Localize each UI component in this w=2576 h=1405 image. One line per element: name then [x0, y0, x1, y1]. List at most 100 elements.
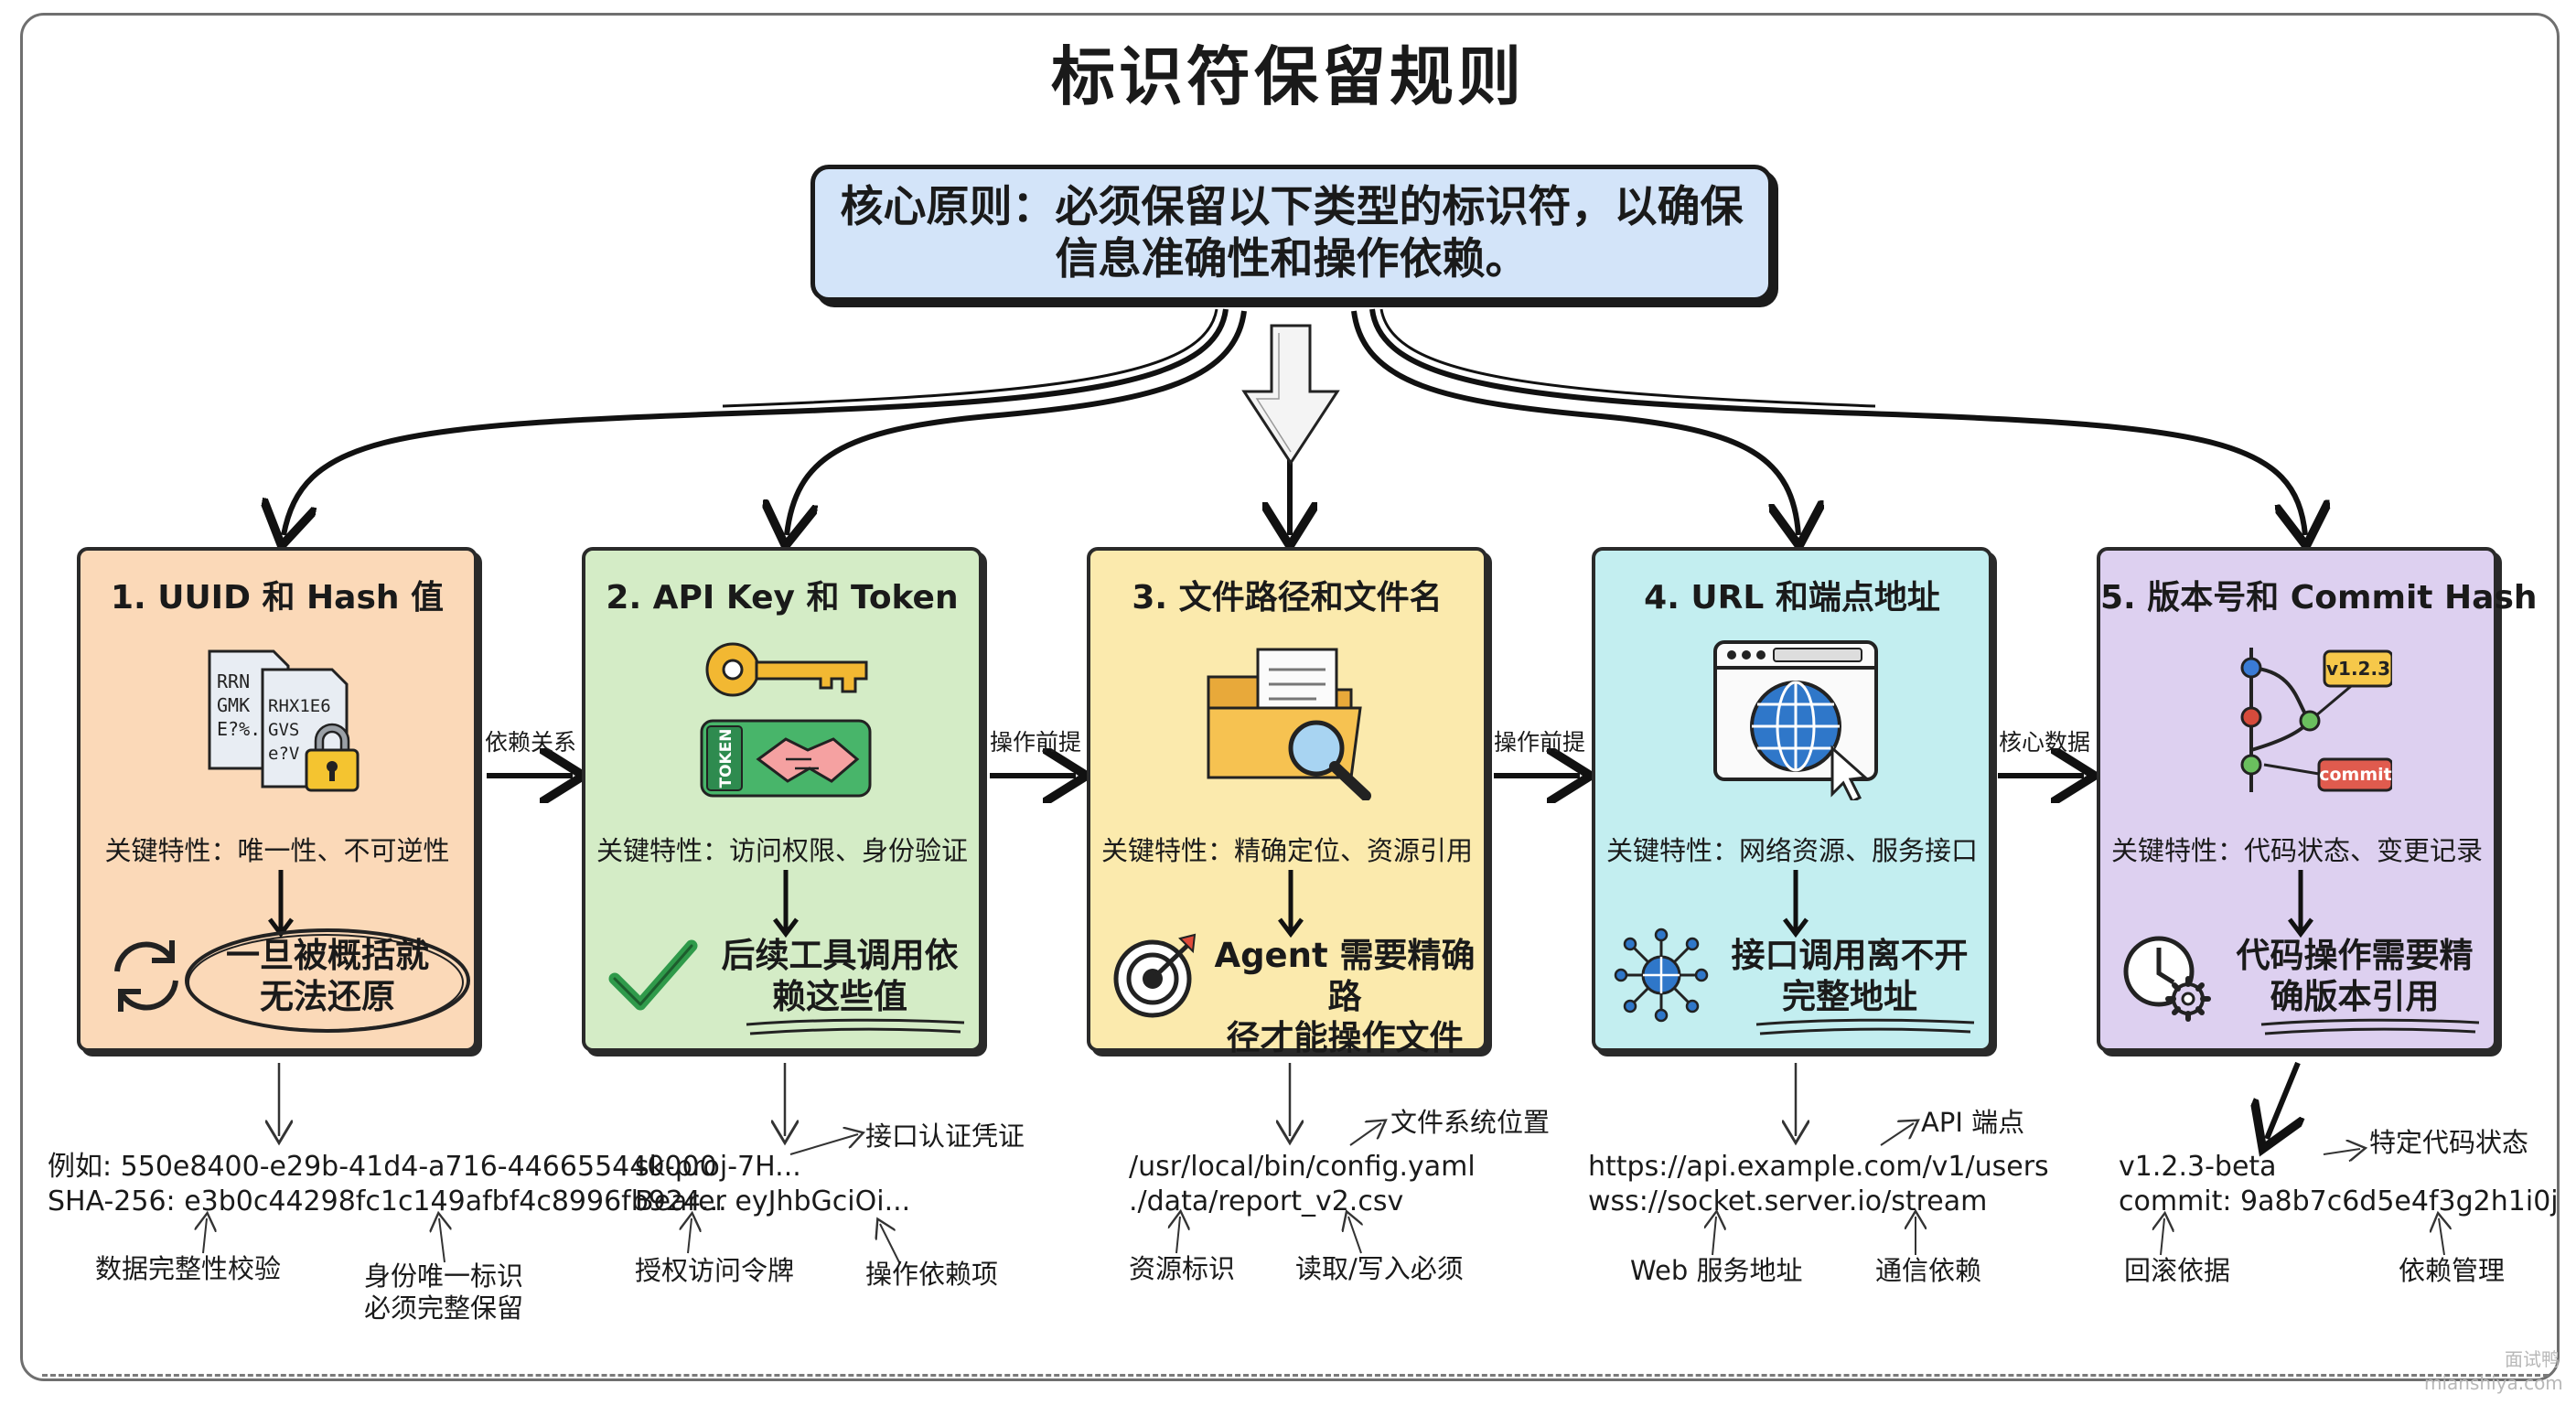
- card-down-arrow: [1278, 870, 1304, 938]
- core-arrow-2: [787, 310, 1247, 535]
- key-handshake-icon: TOKEN: [700, 642, 872, 798]
- card-feature: 关键特性：访问权限、身份验证: [596, 835, 968, 866]
- note-read-write: 读取/写入必须: [1295, 1253, 1464, 1284]
- card-title: 5. 版本号和 Commit Hash: [2100, 579, 2538, 617]
- target-icon: [1113, 933, 1197, 1018]
- note-api-endpoint: API 端点: [1921, 1107, 2025, 1138]
- svg-text:GVS: GVS: [268, 720, 299, 740]
- card-api-key-token: 2. API Key 和 Token TOKEN 关键特性：访问权限、身份验证 …: [582, 547, 982, 1052]
- example-api-key: sk-proj-7H...: [635, 1151, 801, 1183]
- watermark-brand: 面试鸭: [2505, 1348, 2560, 1370]
- example-url-https: https://api.example.com/v1/users: [1588, 1151, 2049, 1183]
- card-consequence: 后续工具调用依 赖这些值: [721, 936, 959, 1017]
- card-down-arrow: [2288, 870, 2313, 938]
- card-title: 4. URL 和端点地址: [1644, 579, 1940, 617]
- example-arrow-5: [2267, 1061, 2298, 1139]
- relation-label-3: 操作前提: [1493, 729, 1585, 756]
- example-url-wss: wss://socket.server.io/stream: [1588, 1185, 1988, 1217]
- svg-text:E?%.: E?%.: [217, 718, 261, 740]
- note-communication: 通信依赖: [1875, 1255, 1982, 1286]
- refresh-icon: [114, 940, 178, 1012]
- note-arrow-c3-left: [1176, 1217, 1180, 1254]
- card-consequence: 接口调用离不开 完整地址: [1731, 936, 1969, 1017]
- example-path-rel: ./data/report_v2.csv: [1129, 1185, 1404, 1217]
- core-arrow-1b: [722, 308, 1218, 408]
- note-arrow-c5-right: [2439, 1218, 2444, 1256]
- card-title: 2. API Key 和 Token: [606, 579, 959, 617]
- note-unique-identity: 身份唯一标识 必须完整保留: [364, 1260, 524, 1324]
- card-down-arrow: [1783, 870, 1809, 938]
- commit-tag-label: commit: [2319, 765, 2392, 785]
- relation-label-4: 核心数据: [1998, 729, 2090, 756]
- example-sha256: SHA-256: e3b0c44298fc1c149afbf4c8996fb92…: [48, 1185, 727, 1217]
- card-uuid-hash: 1. UUID 和 Hash 值 RRN GMK E?%. RHX1E6 GVS…: [77, 547, 478, 1052]
- note-arrow-c5-left: [2161, 1218, 2164, 1256]
- watermark-url: mianshiya.com: [2424, 1372, 2563, 1394]
- card-consequence: 一旦被概括就 无法还原: [226, 936, 429, 1017]
- browser-globe-icon: [1713, 640, 1878, 800]
- documents-lock-icon: RRN GMK E?%. RHX1E6 GVS e?V: [208, 649, 360, 792]
- emphasis-oval: [185, 928, 470, 1033]
- example-version: v1.2.3-beta: [2119, 1151, 2277, 1183]
- note-auth-credential: 接口认证凭证: [865, 1121, 1025, 1152]
- note-rollback: 回滚依据: [2124, 1255, 2231, 1286]
- clock-gear-icon: [2123, 936, 2211, 1022]
- note-dependency-mgmt: 依赖管理: [2399, 1255, 2506, 1286]
- card-feature: 关键特性：代码状态、变更记录: [2110, 835, 2483, 866]
- note-operation-dependency: 操作依赖项: [865, 1259, 999, 1290]
- emphasis-underline: [2260, 1018, 2480, 1035]
- note-arrow-c2-right: [880, 1224, 901, 1265]
- svg-text:GMK: GMK: [217, 694, 250, 716]
- core-principle-text: 核心原则：必须保留以下类型的标识符，以确保 信息准确性和操作依赖。: [840, 181, 1744, 284]
- diagram-frame: [20, 13, 2560, 1381]
- example-commit: commit: 9a8b7c6d5e4f3g2h1i0j: [2119, 1185, 2559, 1217]
- note-arrow-c3-top: [1349, 1123, 1381, 1146]
- svg-text:TOKEN: TOKEN: [717, 728, 735, 788]
- note-access-token: 授权访问令牌: [635, 1255, 795, 1286]
- note-arrow-c4-top: [1880, 1123, 1914, 1146]
- core-principle-box: 核心原则：必须保留以下类型的标识符，以确保 信息准确性和操作依赖。: [810, 165, 1773, 302]
- svg-text:RHX1E6: RHX1E6: [268, 696, 331, 716]
- note-web-service: Web 服务地址: [1630, 1255, 1803, 1286]
- note-resource-id: 资源标识: [1129, 1253, 1236, 1284]
- relation-label-1: 依赖关系: [484, 729, 576, 756]
- note-arrow-c5-top: [2323, 1149, 2360, 1154]
- note-filesystem-location: 文件系统位置: [1390, 1107, 1551, 1138]
- git-branch-icon: v1.2.3 commit: [2240, 648, 2392, 792]
- version-tag-label: v1.2.3: [2326, 658, 2390, 680]
- card-title: 3. 文件路径和文件名: [1132, 579, 1443, 617]
- svg-text:RRN: RRN: [217, 670, 250, 692]
- svg-text:e?V: e?V: [268, 744, 299, 764]
- card-consequence: Agent 需要精确路 径才能操作文件: [1214, 936, 1476, 1058]
- example-uuid: 例如: 550e8400-e29b-41d4-a716-446655440000: [48, 1151, 717, 1183]
- note-arrow-c2-top: [789, 1134, 858, 1155]
- core-arrow-5: [1369, 308, 2305, 535]
- diagram-title: 标识符保留规则: [1051, 39, 1525, 114]
- frame-dashed-edge: [42, 1374, 2549, 1377]
- card-version-commit: 5. 版本号和 Commit Hash v1.2.3 commit 关键特性：代…: [2097, 547, 2538, 1052]
- core-arrow-4: [1351, 310, 1798, 535]
- card-down-arrow: [773, 870, 799, 938]
- card-consequence: 代码操作需要精 确版本引用: [2236, 936, 2474, 1017]
- emphasis-underline: [746, 1018, 965, 1035]
- note-specific-code-state: 特定代码状态: [2369, 1127, 2529, 1158]
- card-file-path: 3. 文件路径和文件名 关键特性：精确定位、资源引用 Agent 需要精确路 径…: [1087, 547, 1487, 1057]
- note-arrow-c1-left: [203, 1218, 207, 1254]
- example-path-abs: /usr/local/bin/config.yaml: [1129, 1151, 1476, 1183]
- folder-search-icon: [1207, 648, 1371, 800]
- relation-label-2: 操作前提: [989, 729, 1081, 756]
- big-down-arrow: [1241, 324, 1340, 466]
- card-title: 1. UUID 和 Hash 值: [110, 579, 445, 617]
- card-url-endpoint: 4. URL 和端点地址 关键特性：网络资源、服务接口 接口调用离不开 完整地址: [1592, 547, 1992, 1052]
- card-feature: 关键特性：唯一性、不可逆性: [104, 835, 450, 866]
- network-icon: [1614, 928, 1709, 1023]
- note-data-integrity: 数据完整性校验: [95, 1253, 282, 1284]
- card-feature: 关键特性：网络资源、服务接口: [1605, 835, 1978, 866]
- note-arrow-c2-left: [688, 1218, 692, 1254]
- card-feature: 关键特性：精确定位、资源引用: [1100, 835, 1473, 866]
- note-arrow-c1-right: [439, 1218, 445, 1263]
- note-arrow-c3-right: [1348, 1217, 1361, 1254]
- core-arrow-1: [284, 308, 1229, 535]
- example-bearer: Bearer eyJhbGciOi...: [635, 1185, 911, 1217]
